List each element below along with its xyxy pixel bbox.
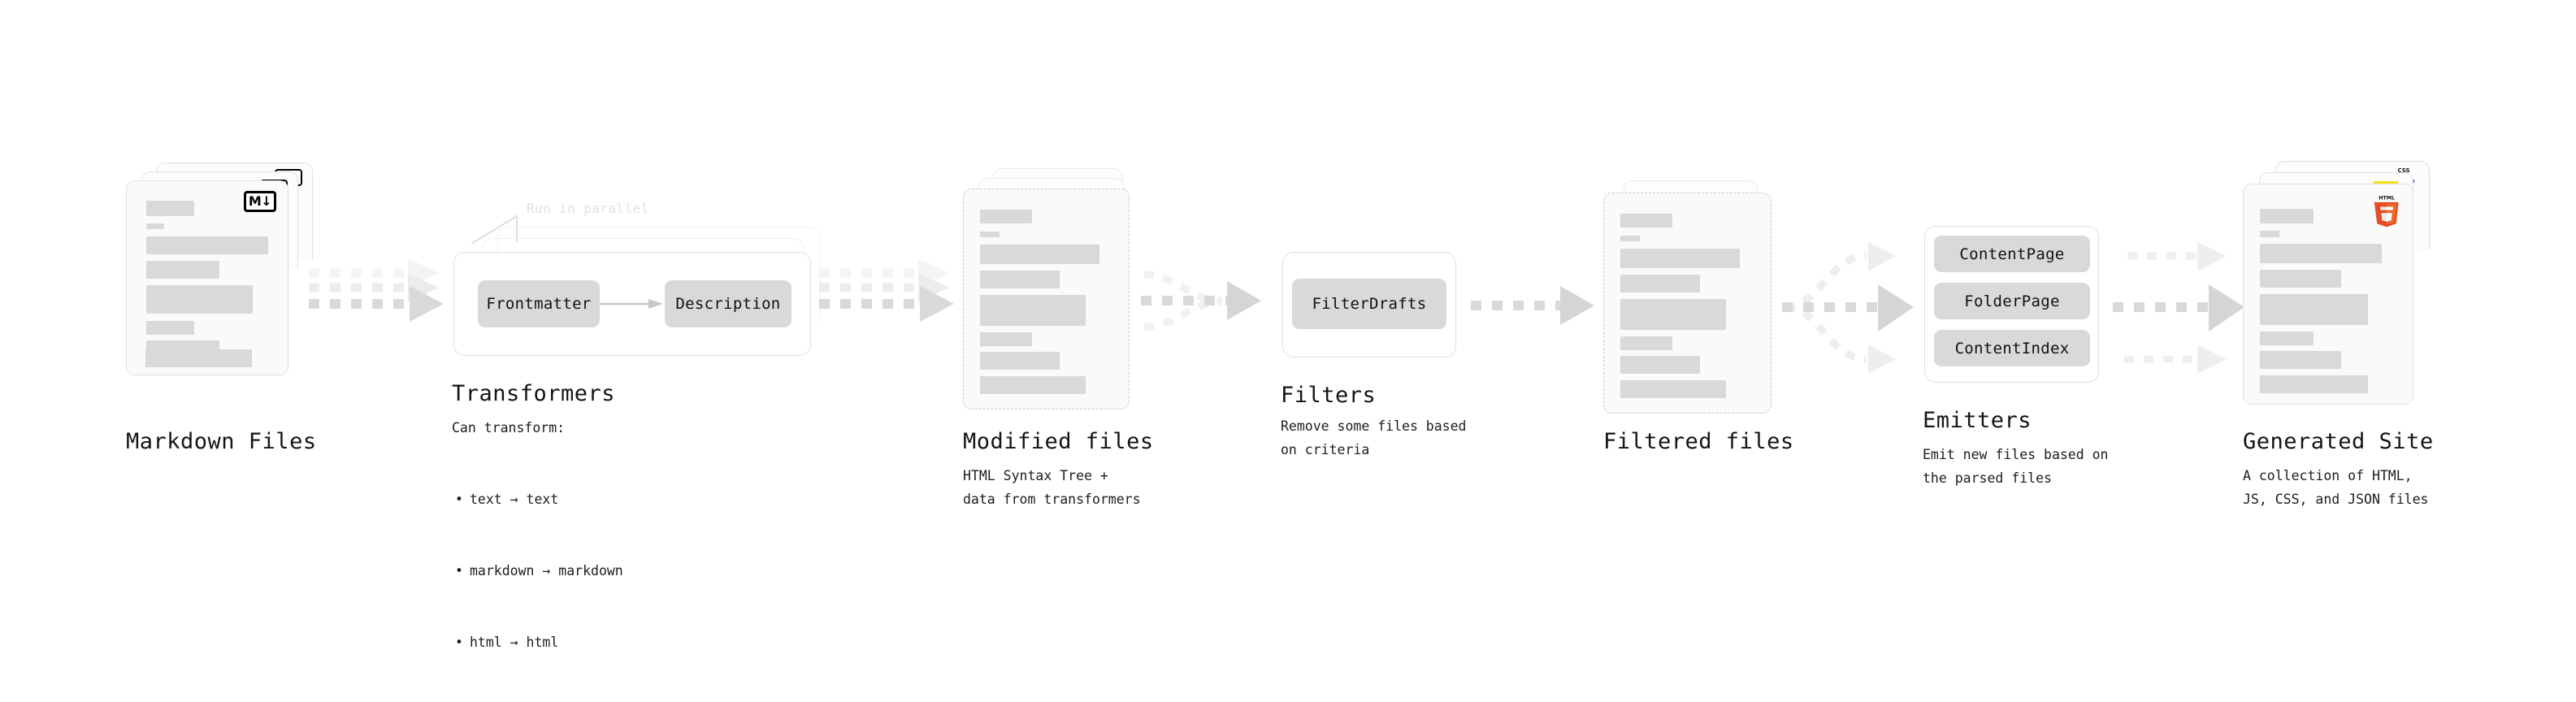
stage-title-emitters: Emitters	[1923, 408, 2032, 433]
doc-line	[2260, 270, 2341, 288]
doc-line	[146, 261, 219, 279]
modified-files-desc-line1: HTML Syntax Tree +	[963, 468, 1108, 483]
generated-site-desc-line2: JS, CSS, and JSON files	[2243, 491, 2429, 507]
bullet-row: • markdown → markdown	[455, 559, 623, 583]
stage-title-filters: Filters	[1281, 383, 1377, 408]
doc-line	[980, 232, 1000, 237]
stage-title-generated-site: Generated Site	[2243, 429, 2434, 454]
modified-files-desc: HTML Syntax Tree + data from transformers	[963, 465, 1141, 512]
emitters-pill-contentpage[interactable]: ContentPage	[1934, 236, 2090, 272]
emitters-pill-contentindex[interactable]: ContentIndex	[1934, 330, 2090, 366]
doc-line	[980, 376, 1086, 394]
modified-card-front	[963, 188, 1130, 410]
doc-line	[1620, 275, 1700, 292]
bullet-label: html → html	[470, 634, 559, 650]
connector-filtered-to-emitters	[1782, 242, 1914, 374]
doc-line	[146, 236, 268, 254]
doc-line	[1620, 214, 1672, 228]
doc-line	[1620, 236, 1640, 241]
filters-pill-filterdrafts[interactable]: FilterDrafts	[1292, 279, 1446, 329]
transformers-desc-head: Can transform:	[452, 420, 566, 436]
run-in-parallel-leader-line	[471, 214, 518, 245]
bullet-dot: •	[455, 562, 463, 578]
stage-title-markdown-files: Markdown Files	[126, 429, 317, 454]
emitters-desc: Emit new files based on the parsed files	[1923, 444, 2108, 491]
emitters-desc-line2: the parsed files	[1923, 470, 2052, 486]
doc-line	[1620, 299, 1726, 330]
bullet-row: • html → html	[455, 630, 623, 654]
filtered-card-content	[1604, 193, 1771, 413]
doc-line	[146, 285, 253, 314]
filtered-card-front	[1603, 193, 1772, 414]
bullet-label: markdown → markdown	[470, 562, 623, 578]
doc-line	[980, 271, 1060, 288]
connector-transformers-to-modified	[819, 260, 954, 322]
doc-line	[2260, 231, 2279, 237]
doc-line	[980, 332, 1032, 346]
modified-files-stack	[963, 168, 1150, 412]
doc-line	[980, 352, 1060, 370]
connector-modified-to-filters	[1141, 271, 1261, 331]
transformers-bullets: • text → text • markdown → markdown • html …	[455, 440, 623, 702]
run-in-parallel-note: Run in parallel	[527, 201, 649, 216]
generated-card-front: HTML	[2243, 184, 2413, 405]
doc-line	[2260, 332, 2314, 345]
stage-title-modified-files: Modified files	[963, 429, 1154, 454]
connector-emitters-to-generated	[2113, 242, 2244, 374]
stage-title-filtered-files: Filtered files	[1603, 429, 1794, 454]
transformers-inner-arrow	[600, 299, 663, 309]
html5-icon: HTML	[2374, 195, 2399, 228]
doc-line	[146, 223, 164, 229]
emitters-pill-folderpage[interactable]: FolderPage	[1934, 283, 2090, 319]
generated-site-desc-line1: A collection of HTML,	[2243, 468, 2413, 483]
generated-site-desc: A collection of HTML, JS, CSS, and JSON f…	[2243, 465, 2428, 512]
transformers-pill-frontmatter[interactable]: Frontmatter	[478, 280, 600, 327]
css-icon-label: CSS	[2397, 167, 2410, 174]
markdown-card-front: M↓	[126, 180, 288, 375]
svg-text:HTML: HTML	[2379, 195, 2395, 201]
doc-line	[145, 349, 252, 367]
doc-line	[1620, 356, 1700, 374]
doc-line	[980, 245, 1099, 264]
doc-line	[1620, 380, 1726, 398]
bullet-dot: •	[455, 634, 463, 650]
markdown-files-stack: M↓ M↓ M↓	[126, 162, 313, 406]
filters-desc: Remove some files based on criteria	[1281, 415, 1466, 462]
doc-line	[2260, 244, 2382, 263]
generated-site-stack: CSS HTML	[2243, 161, 2438, 413]
filtered-files-stack	[1603, 180, 1790, 424]
doc-line	[1620, 336, 1672, 350]
markdown-icon: M↓	[244, 191, 276, 212]
doc-line	[980, 295, 1086, 326]
connector-filters-to-filtered	[1471, 286, 1594, 325]
doc-line	[980, 210, 1032, 223]
modified-files-desc-line2: data from transformers	[963, 491, 1141, 507]
doc-line	[2260, 351, 2341, 369]
doc-line	[146, 321, 194, 335]
doc-line	[1620, 249, 1740, 268]
modified-card-content	[964, 189, 1129, 409]
doc-line	[2260, 294, 2368, 325]
doc-line	[2260, 209, 2314, 223]
doc-line	[146, 201, 194, 216]
bullet-label: text → text	[470, 491, 559, 507]
bullet-dot: •	[455, 491, 463, 507]
generated-card-content	[2244, 184, 2413, 404]
doc-line	[2260, 375, 2368, 393]
connector-markdown-to-transformers	[309, 260, 444, 322]
filters-desc-line1: Remove some files based	[1281, 418, 1467, 434]
bullet-row: • text → text	[455, 488, 623, 511]
transformers-pill-description[interactable]: Description	[665, 280, 791, 327]
emitters-desc-line1: Emit new files based on	[1923, 447, 2109, 462]
stage-title-transformers: Transformers	[452, 381, 616, 406]
filters-desc-line2: on criteria	[1281, 441, 1370, 457]
diagram-canvas: M↓ M↓ M↓ Markdown Files	[126, 161, 2438, 650]
